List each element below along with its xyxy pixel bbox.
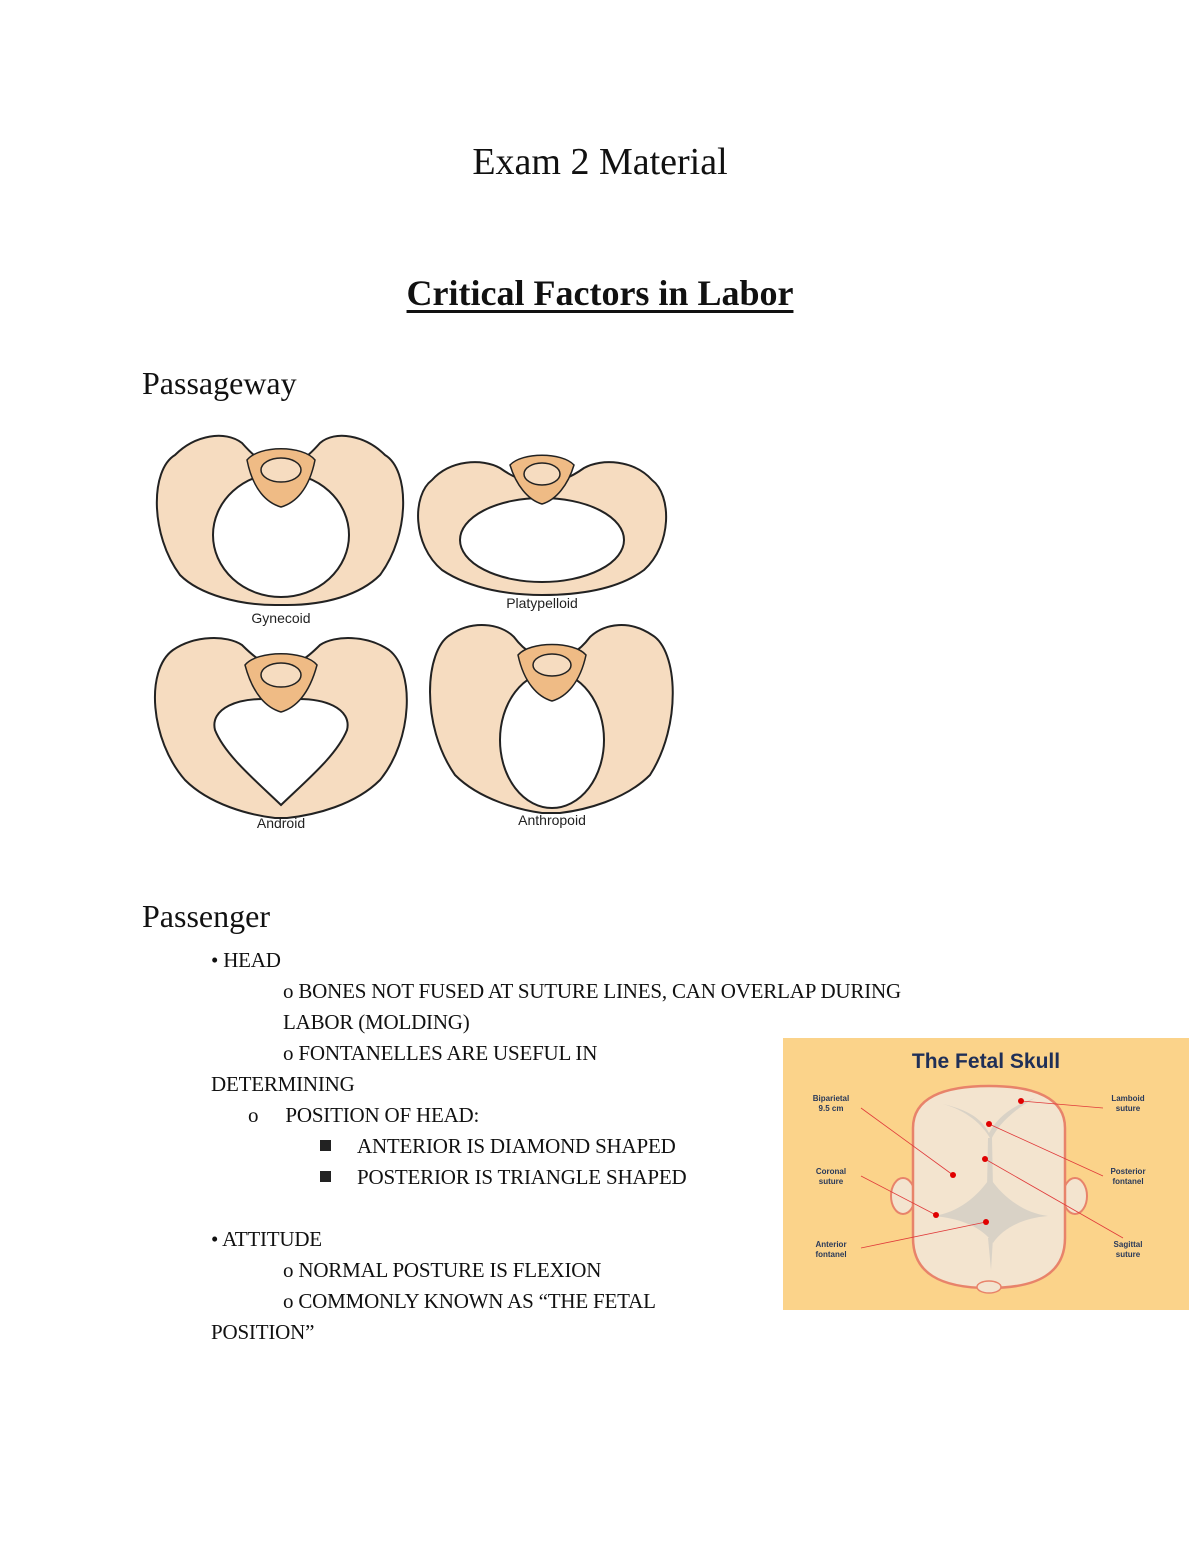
label-anterior-1: Anterior (815, 1240, 846, 1249)
head-item-1-cont: LABOR (MOLDING) (283, 1010, 470, 1034)
pelvis-label-android: Android (257, 815, 305, 831)
pelvis-label-anthropoid: Anthropoid (518, 812, 586, 828)
circle-marker: o (283, 1041, 294, 1065)
square-bullet-icon (320, 1171, 331, 1182)
pelvis-anthropoid: Anthropoid (429, 624, 674, 828)
pelvis-label-platypelloid: Platypelloid (506, 595, 578, 611)
fetal-skull-title: The Fetal Skull (912, 1050, 1060, 1073)
anterior-text: ANTERIOR IS DIAMOND SHAPED (357, 1134, 676, 1158)
square-bullet-icon (320, 1140, 331, 1151)
head-item-2-text: FONTANELLES ARE USEFUL IN (298, 1041, 598, 1065)
pelvis-label-gynecoid: Gynecoid (251, 610, 310, 626)
attitude-item-2: o COMMONLY KNOWN AS “THE FETAL (283, 1289, 656, 1314)
passenger-heading: Passenger (142, 898, 270, 934)
bullet: • (211, 1227, 219, 1251)
document-title: Exam 2 Material (472, 141, 728, 183)
head-item-1-text: BONES NOT FUSED AT SUTURE LINES, CAN OVE… (298, 979, 901, 1003)
lamboid-marker (1018, 1098, 1024, 1104)
label-posterior-1: Posterior (1110, 1167, 1145, 1176)
circle-marker: o (283, 1289, 294, 1313)
circle-marker: o (248, 1103, 259, 1127)
circle-marker: o (283, 1258, 294, 1282)
label-coronal-2: suture (819, 1177, 844, 1186)
coronal-marker (933, 1212, 939, 1218)
sagittal-marker (982, 1156, 988, 1162)
label-coronal-1: Coronal (816, 1167, 846, 1176)
head-item-2-cont: DETERMINING (211, 1072, 355, 1096)
fetal-skull-figure: The Fetal Skull Biparietal 9.5 cm Corona… (783, 1038, 1189, 1310)
head-label: HEAD (223, 948, 281, 972)
attitude-label: ATTITUDE (222, 1227, 322, 1251)
label-biparietal-1: Biparietal (813, 1094, 849, 1103)
pelvis-android: Android (154, 637, 408, 831)
pelvis-types-figure: Gynecoid Platypelloid Android Anthropoid (154, 434, 674, 831)
posterior-fontanel-marker (986, 1121, 992, 1127)
posterior-item: POSTERIOR IS TRIANGLE SHAPED (320, 1165, 687, 1190)
head-bullet-line: • HEAD (211, 948, 281, 973)
label-sagittal-1: Sagittal (1114, 1240, 1143, 1249)
attitude-item-1-text: NORMAL POSTURE IS FLEXION (298, 1258, 602, 1282)
head-item-2: o FONTANELLES ARE USEFUL IN (283, 1041, 597, 1066)
head-item-1: o BONES NOT FUSED AT SUTURE LINES, CAN O… (283, 979, 901, 1004)
bullet: • (211, 948, 219, 972)
biparietal-marker (950, 1172, 956, 1178)
attitude-item-2-text: COMMONLY KNOWN AS “THE FETAL (298, 1289, 656, 1313)
pelvis-gynecoid: Gynecoid (155, 434, 405, 626)
attitude-bullet-line: • ATTITUDE (211, 1227, 322, 1252)
label-biparietal-2: 9.5 cm (819, 1104, 844, 1113)
label-lamboid-1: Lamboid (1111, 1094, 1144, 1103)
pelvis-platypelloid: Platypelloid (417, 454, 668, 611)
passageway-heading: Passageway (142, 365, 297, 401)
position-of-head-text: POSITION OF HEAD: (285, 1103, 480, 1127)
attitude-item-1: o NORMAL POSTURE IS FLEXION (283, 1258, 601, 1283)
label-sagittal-2: suture (1116, 1250, 1141, 1259)
anterior-fontanel-marker (983, 1219, 989, 1225)
circle-marker: o (283, 979, 294, 1003)
label-lamboid-2: suture (1116, 1104, 1141, 1113)
label-anterior-2: fontanel (815, 1250, 846, 1259)
label-posterior-2: fontanel (1112, 1177, 1143, 1186)
position-of-head: o POSITION OF HEAD: (248, 1103, 479, 1128)
posterior-text: POSTERIOR IS TRIANGLE SHAPED (357, 1165, 687, 1189)
anterior-item: ANTERIOR IS DIAMOND SHAPED (320, 1134, 676, 1159)
attitude-item-2-cont: POSITION” (211, 1320, 315, 1344)
section-title: Critical Factors in Labor (406, 273, 794, 313)
